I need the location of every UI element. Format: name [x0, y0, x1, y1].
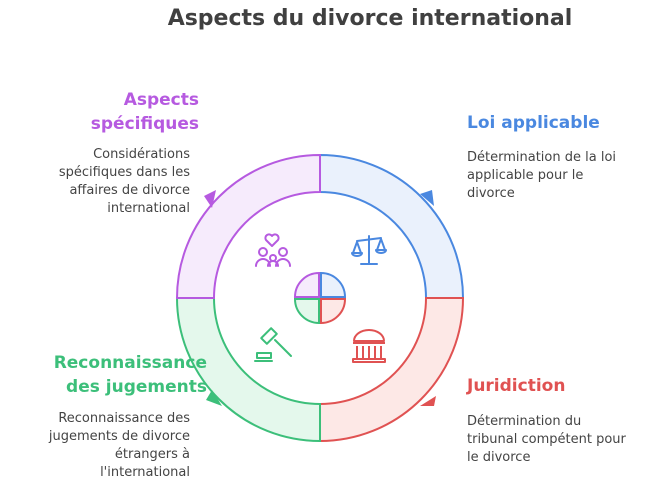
center-pie-green [293, 298, 320, 325]
quadrant-aspects [175, 153, 321, 299]
section-title-loi-applicable: Loi applicable [467, 113, 600, 133]
center-pie-blue [320, 271, 347, 298]
section-title-aspects: Aspects spécifiques [90, 90, 199, 134]
section-description-loi-applicable: Détermination de la loi applicable pour … [467, 150, 617, 201]
section-description-reconnaissance: Reconnaissance des jugements de divorce … [48, 411, 190, 480]
scales-icon [351, 235, 387, 265]
center-pie-purple [293, 271, 320, 298]
quadrant-loi-applicable [319, 153, 465, 299]
family-heart-icon [255, 233, 291, 267]
arrow-notch-top-right [420, 190, 434, 206]
diagram-title: Aspects du divorce international [167, 6, 573, 31]
section-description-aspects: Considérations spécifiques dans les affa… [58, 147, 190, 216]
courthouse-icon [352, 329, 386, 363]
center-pie-red [320, 298, 347, 325]
gavel-icon [254, 327, 292, 362]
arrow-notch-top-left [204, 190, 216, 208]
arrow-notch-bottom-left [206, 390, 222, 406]
arrow-notch-bottom-right [420, 396, 436, 406]
section-title-juridiction: Juridiction [467, 376, 566, 396]
quadrant-juridiction [319, 297, 465, 443]
section-description-juridiction: Détermination du tribunal compétent pour… [467, 414, 626, 465]
section-title-reconnaissance: Reconnaissance des jugements [53, 353, 207, 397]
